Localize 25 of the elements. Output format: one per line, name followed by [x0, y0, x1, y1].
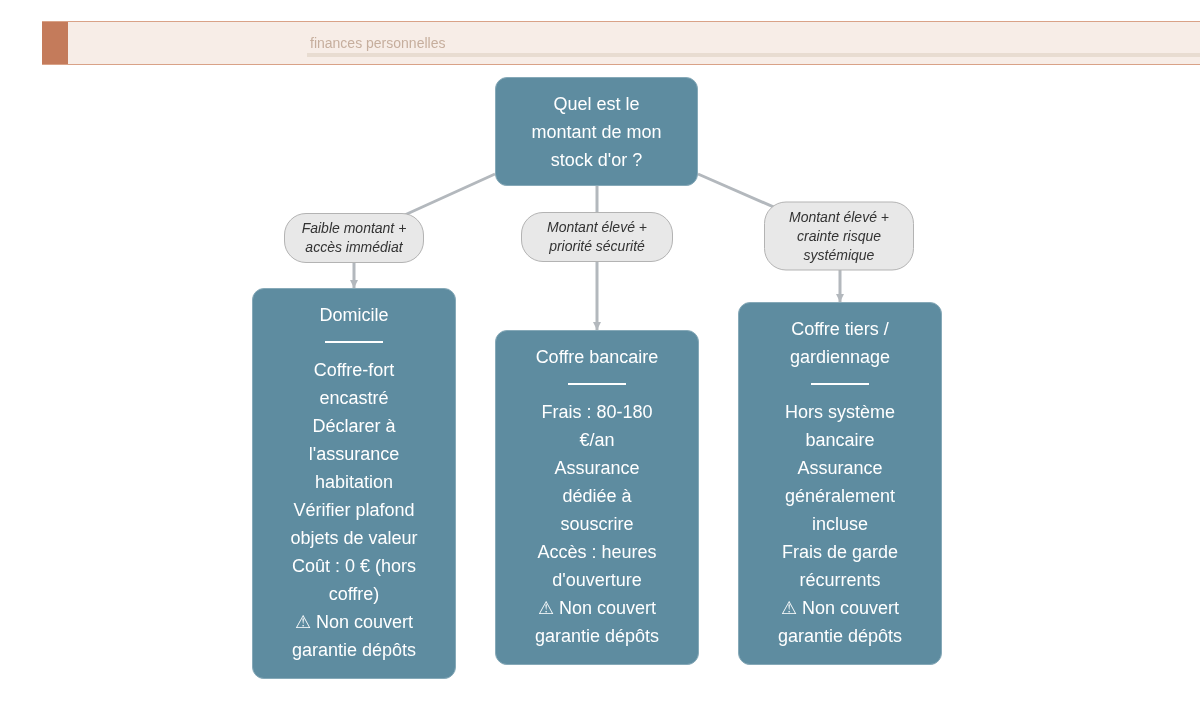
- card-text: Coût : 0 € (hors coffre): [290, 555, 418, 606]
- card-text: Frais : 80-180 €/an: [540, 401, 654, 452]
- card-text: Accès : heures d'ouverture: [536, 541, 658, 592]
- card-text: Vérifier plafond objets de valeur: [289, 499, 419, 550]
- card-text: ⚠ Non couvert garantie dépôts: [533, 597, 661, 648]
- edge-label: Faible montant + accès immédiat: [284, 213, 424, 263]
- card-text: Coffre-fort encastré: [312, 359, 396, 410]
- card-text: Assurance dédiée à souscrire: [553, 457, 641, 536]
- option-card: [495, 330, 699, 665]
- question-box: [495, 77, 698, 186]
- card-title: Coffre bancaire: [535, 346, 659, 369]
- card-text: Hors système bancaire: [784, 401, 896, 452]
- card-text: ⚠ Non couvert garantie dépôts: [290, 611, 418, 662]
- card-title: Domicile: [319, 304, 389, 327]
- tagline: finances personnelles: [310, 34, 446, 52]
- card-text: ⚠ Non couvert garantie dépôts: [776, 597, 904, 648]
- option-card: [738, 302, 942, 665]
- option-card: [252, 288, 456, 679]
- edge-label: Montant élevé + crainte risque systémique: [764, 201, 914, 271]
- card-text: Frais de garde récurrents: [780, 541, 900, 592]
- card-text: Déclarer à l'assurance habitation: [307, 415, 401, 494]
- card-title: Coffre tiers / gardiennage: [788, 318, 892, 369]
- edge-label: Montant élevé + priorité sécurité: [521, 212, 673, 262]
- card-text: Assurance généralement incluse: [783, 457, 897, 536]
- question-text: Quel est le montant de mon stock d'or ?: [530, 92, 663, 172]
